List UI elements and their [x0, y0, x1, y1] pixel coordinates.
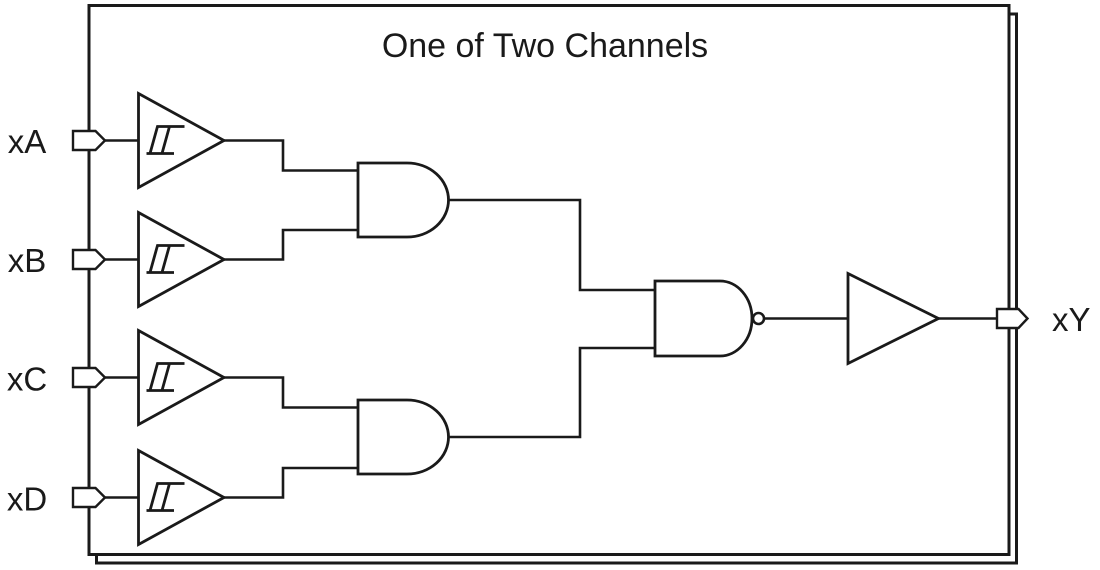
wire-xa-to-and1: [224, 139, 358, 172]
input-label-xd: xD: [7, 481, 47, 518]
wire-xb-to-and1: [224, 228, 358, 261]
wires: [105, 139, 997, 499]
inverter-bubble-icon: [751, 311, 766, 326]
hysteresis-icon: [146, 244, 185, 274]
wire-xc-to-and2: [224, 376, 358, 409]
schmitt-buffer-xc: [137, 328, 227, 427]
schmitt-triangle: [137, 448, 227, 547]
schmitt-buffer-xb: [137, 210, 227, 309]
wire-xd-to-and2: [224, 466, 358, 499]
input-pin-xb: [71, 248, 107, 271]
input-label-xb: xB: [8, 242, 47, 279]
schmitt-buffer-xd: [137, 448, 227, 547]
channel-card: [87, 4, 1011, 556]
input-pin-xc: [71, 366, 107, 389]
output-label-xy: xY: [1052, 301, 1091, 338]
nand-gate: [653, 279, 766, 358]
hysteresis-icon: [146, 125, 185, 155]
input-pin-xa: [71, 129, 107, 152]
input-pin-xd: [71, 486, 107, 509]
input-label-xc: xC: [7, 361, 47, 398]
diagram-title: One of Two Channels: [382, 27, 708, 65]
and-gate-top: [356, 161, 450, 239]
wire-and1-to-nand: [448, 198, 655, 292]
nand-body: [653, 279, 754, 358]
schmitt-triangle: [137, 328, 227, 427]
schmitt-triangle: [137, 91, 227, 190]
wire-and2-to-nand: [448, 346, 655, 439]
hysteresis-icon: [146, 362, 185, 392]
output-buffer: [846, 271, 942, 366]
output-pin-xy: [995, 307, 1030, 330]
schmitt-triangle: [137, 210, 227, 309]
and-gate-bottom: [356, 398, 450, 476]
schmitt-buffer-xa: [137, 91, 227, 190]
input-label-xa: xA: [8, 123, 47, 160]
hysteresis-icon: [146, 482, 185, 512]
